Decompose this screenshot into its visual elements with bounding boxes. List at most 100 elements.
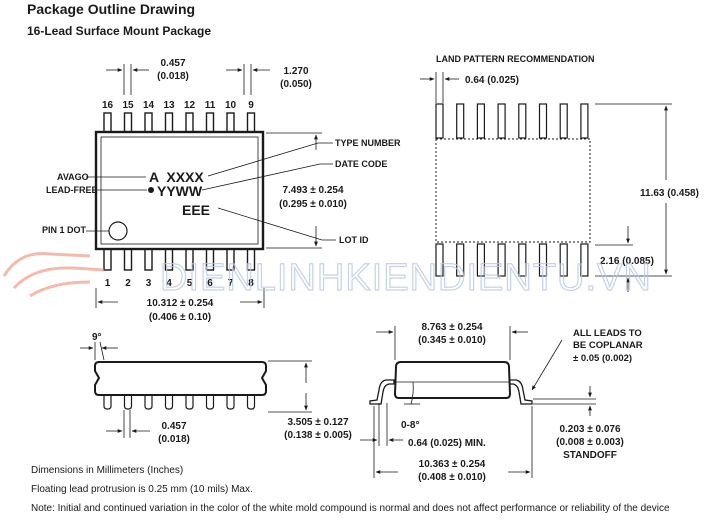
end-view-body xyxy=(393,361,512,399)
body-length-mm: 10.312 ± 0.254 xyxy=(147,298,214,309)
end-body-width-mm: 8.763 ± 0.254 xyxy=(421,322,483,333)
side-lead xyxy=(185,394,194,410)
land-pad xyxy=(538,243,548,277)
bottom-leads xyxy=(103,247,256,271)
note-units: Dimensions in Millimeters (Inches) xyxy=(31,465,184,476)
side-lead xyxy=(205,394,215,410)
bottom-lead xyxy=(205,247,215,271)
side-height-mm: 3.505 ± 0.127 xyxy=(287,417,349,428)
bottom-pin-number: 7 xyxy=(228,278,234,289)
land-pad xyxy=(559,103,568,139)
top-pin-number: 12 xyxy=(184,100,196,111)
date-code-label: DATE CODE xyxy=(335,159,387,169)
side-lead xyxy=(226,394,235,410)
drawing-subtitle: 16-Lead Surface Mount Package xyxy=(27,24,212,38)
side-lead xyxy=(246,394,256,410)
end-body-width-in: (0.345 ± 0.010) xyxy=(418,335,486,346)
land-pad-length: 2.16 (0.085) xyxy=(600,256,654,267)
land-pad xyxy=(538,103,548,139)
land-pad xyxy=(476,243,485,277)
land-pad xyxy=(559,243,568,277)
top-pin-number: 10 xyxy=(225,100,237,111)
drawing-title: Package Outline Drawing xyxy=(27,1,196,17)
land-overall: 11.63 (0.458) xyxy=(640,188,699,199)
standoff-label: STANDOFF xyxy=(563,450,617,461)
marking-line1: A XXXX xyxy=(149,169,204,185)
bottom-pin-number: 6 xyxy=(207,278,213,289)
top-lead xyxy=(123,112,133,134)
end-overall-mm: 10.363 ± 0.254 xyxy=(419,459,486,470)
side-height-in: (0.138 ± 0.005) xyxy=(284,430,352,441)
type-number-label: TYPE NUMBER xyxy=(335,138,401,148)
note-color-variation: Note: Initial and continued variation in… xyxy=(31,503,670,514)
lead-spacing-in: (0.050) xyxy=(280,79,312,90)
top-pin-number: 13 xyxy=(163,100,175,111)
top-lead xyxy=(246,112,256,134)
pin1-dot-label: PIN 1 DOT xyxy=(42,225,87,235)
body-width-in: (0.295 ± 0.010) xyxy=(279,199,347,210)
bottom-lead xyxy=(246,247,256,271)
end-view-lead-right xyxy=(507,379,533,405)
bottom-pin-number: 3 xyxy=(146,278,152,289)
lot-id-label: LOT ID xyxy=(339,235,369,245)
side-angle: 9° xyxy=(92,332,102,343)
standoff-in: (0.008 ± 0.003) xyxy=(556,437,624,448)
bottom-pin-number: 4 xyxy=(166,278,172,289)
side-lead xyxy=(123,394,133,410)
bottom-pin-number: 5 xyxy=(187,278,193,289)
land-pad xyxy=(456,103,465,139)
end-angle: 0-8° xyxy=(401,420,419,431)
top-pin-number: 11 xyxy=(205,100,216,111)
bottom-lead xyxy=(144,247,153,271)
land-pad-width: 0.64 (0.025) xyxy=(465,75,519,86)
top-lead xyxy=(226,112,235,134)
bottom-pin-number: 8 xyxy=(248,278,254,289)
land-pad xyxy=(435,243,444,277)
standoff-mm: 0.203 ± 0.076 xyxy=(559,424,621,435)
bottom-pin-number: 2 xyxy=(125,278,131,289)
top-pin-number: 14 xyxy=(143,100,155,111)
pitch-in: (0.018) xyxy=(157,71,189,82)
bottom-lead xyxy=(123,247,133,271)
top-pin-number: 16 xyxy=(102,100,114,111)
pin1-dot xyxy=(108,221,128,241)
lead-spacing-mm: 1.270 xyxy=(283,66,308,77)
end-min-lead: 0.64 (0.025) MIN. xyxy=(408,438,486,449)
bottom-lead xyxy=(185,247,194,271)
land-pad xyxy=(476,103,485,139)
body-length-in: (0.406 ± 0.10) xyxy=(149,312,211,323)
end-view-lead-left xyxy=(369,379,395,405)
bottom-lead xyxy=(103,247,112,271)
land-pad xyxy=(518,243,527,277)
end-view: 8.763 ± 0.254 (0.345 ± 0.010) ALL LEADS … xyxy=(360,322,643,483)
coplanar-line3: ± 0.05 (0.002) xyxy=(573,353,632,364)
land-pad xyxy=(518,103,527,139)
note-protrusion: Floating lead protrusion is 0.25 mm (10 … xyxy=(31,484,253,495)
body-width-mm: 7.493 ± 0.254 xyxy=(282,185,344,196)
top-lead xyxy=(144,112,153,134)
top-pin-number: 9 xyxy=(248,100,254,111)
land-pad xyxy=(456,243,465,277)
avago-label: AVAGO xyxy=(57,172,89,182)
land-pads-top xyxy=(435,103,589,139)
bottom-pin-number: 1 xyxy=(105,278,111,289)
side-lead xyxy=(144,394,153,410)
top-lead xyxy=(103,112,112,134)
pitch-mm: 0.457 xyxy=(160,58,185,69)
land-pattern-title: LAND PATTERN RECOMMENDATION xyxy=(436,54,595,64)
side-lead-width-in: (0.018) xyxy=(158,434,190,445)
package-body-inner xyxy=(100,136,259,245)
end-overall-in: (0.408 ± 0.010) xyxy=(418,472,486,483)
land-outline xyxy=(435,138,591,243)
side-lead xyxy=(103,394,112,410)
coplanar-line1: ALL LEADS TO xyxy=(573,328,642,339)
land-pad xyxy=(435,103,444,139)
side-lead-width-mm: 0.457 xyxy=(161,421,186,432)
marking-line2: YYWW xyxy=(157,183,203,199)
top-leads xyxy=(103,112,256,134)
lead-free-label: LEAD-FREE xyxy=(46,185,98,195)
land-pad xyxy=(580,243,589,277)
land-pads-bottom xyxy=(435,243,589,277)
